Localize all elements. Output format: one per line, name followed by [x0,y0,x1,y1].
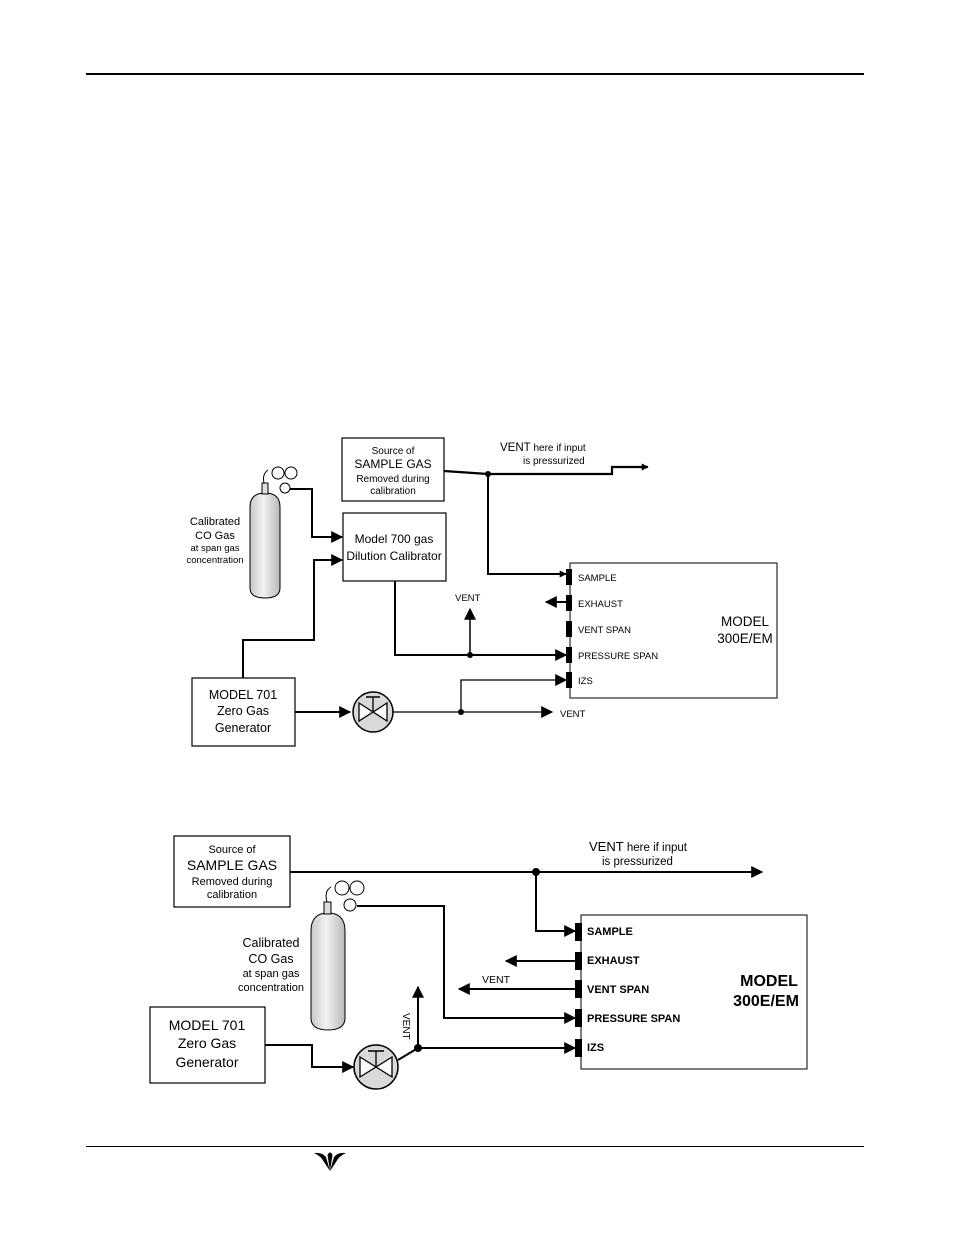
source-line-3: Removed during [192,876,273,888]
port-label: EXHAUST [578,599,623,610]
model-700-box: Model 700 gas Dilution Calibrator [342,512,447,582]
vent-mid-label: VENT [455,593,481,604]
regulator-icon [343,898,357,912]
source-line-2: SAMPLE GAS [187,857,277,873]
port-label: IZS [578,676,593,687]
port-pressure-span [566,647,572,663]
vent-right-label: VENT [560,709,586,720]
port-izs [566,672,572,688]
port-sample [575,923,582,941]
port-exhaust [575,952,582,970]
cylinder-label-3: at span gas [190,543,239,554]
m701-line-1: MODEL 701 [209,688,277,702]
source-line-2: SAMPLE GAS [354,457,431,471]
port-label: PRESSURE SPAN [578,651,658,662]
m701-line-2: Zero Gas [217,704,269,718]
cylinder-valve-icon [261,482,269,495]
diagram-2: Source of SAMPLE GAS Removed during cali… [149,835,808,1090]
izs-line [460,674,568,712]
port-label: IZS [587,1042,604,1054]
model-701-box: MODEL 701 Zero Gas Generator [149,1006,266,1084]
model-701-box: MODEL 701 Zero Gas Generator [191,677,296,747]
valve-input-line [265,1044,355,1073]
cylinder-label-3: at span gas [243,968,300,980]
m701-line-3: Generator [215,721,271,735]
source-line-4: calibration [207,889,257,901]
vent-top-label-2: is pressurized [602,856,673,868]
port-pressure-span [575,1009,582,1027]
diagram-1: Source of SAMPLE GAS Removed during cali… [186,437,778,747]
source-line-1: Source of [372,446,415,457]
port-label: SAMPLE [578,573,617,584]
header-rule [86,73,864,75]
port-label: VENT SPAN [578,625,631,636]
vent-vertical-label: VENT [400,1013,411,1040]
analyzer-label-1: MODEL [721,614,770,629]
vent-line [443,463,649,476]
gauge-icon [349,880,365,896]
m700-line-2: Dilution Calibrator [346,549,441,563]
pressure-span-line [357,905,577,1024]
cylinder-label-4: concentration [238,982,304,994]
port-vent-span [575,980,582,998]
cylinder-line [290,488,344,543]
sample-line [487,474,567,578]
analyzer-label-2: 300E/EM [717,631,773,646]
port-label: VENT SPAN [587,984,649,996]
source-line-3: Removed during [356,474,429,485]
footer-rule [86,1146,864,1147]
vent-left-label: VENT [482,974,511,986]
co-gas-cylinder [310,880,365,1031]
port-label: PRESSURE SPAN [587,1013,680,1025]
cylinder-label-4: concentration [186,555,243,566]
co-gas-cylinder [249,466,298,599]
teledyne-logo-icon [314,1152,346,1171]
m701-line-3: Generator [175,1054,238,1070]
m701-line-2: Zero Gas [178,1035,236,1051]
sample-line [535,872,577,937]
port-izs [575,1039,582,1057]
analyzer-label-2: 300E/EM [733,993,799,1010]
cylinder-label-2: CO Gas [248,952,293,966]
source-line-4: calibration [370,486,416,497]
port-sample [566,569,572,585]
port-label: EXHAUST [587,955,640,967]
vent-top-label: VENT here if input [589,839,688,854]
analyzer-300e-box: SAMPLE EXHAUST VENT SPAN PRESSURE SPAN I… [566,562,778,699]
cylinder-label-2: CO Gas [195,530,235,542]
cylinder-label-1: Calibrated [190,516,240,528]
cylinder-label-1: Calibrated [243,936,300,950]
gauge-icon [284,466,298,480]
izs-line [397,1042,577,1061]
vent-top-label: VENT here if input [500,442,586,454]
m700-line-1: Model 700 gas [355,532,434,546]
sample-gas-source-box: Source of SAMPLE GAS Removed during cali… [341,437,445,502]
zero-air-line [242,554,344,678]
vent-top-label-2: is pressurized [523,456,585,467]
port-exhaust [566,595,572,611]
valve-icon [353,1044,399,1090]
valve-icon [352,691,394,733]
gauge-icon [334,880,350,896]
port-label: SAMPLE [587,926,633,938]
sample-gas-source-box: Source of SAMPLE GAS Removed during cali… [173,835,291,908]
analyzer-300e-box: SAMPLE EXHAUST VENT SPAN PRESSURE SPAN I… [575,914,808,1070]
cylinder-valve-icon [323,901,332,915]
analyzer-label-1: MODEL [740,973,798,990]
gauge-icon [271,466,285,480]
port-vent-span [566,621,572,637]
regulator-icon [279,482,291,494]
pressure-span-line [394,581,568,661]
source-line-1: Source of [208,844,256,856]
m701-line-1: MODEL 701 [169,1017,246,1033]
